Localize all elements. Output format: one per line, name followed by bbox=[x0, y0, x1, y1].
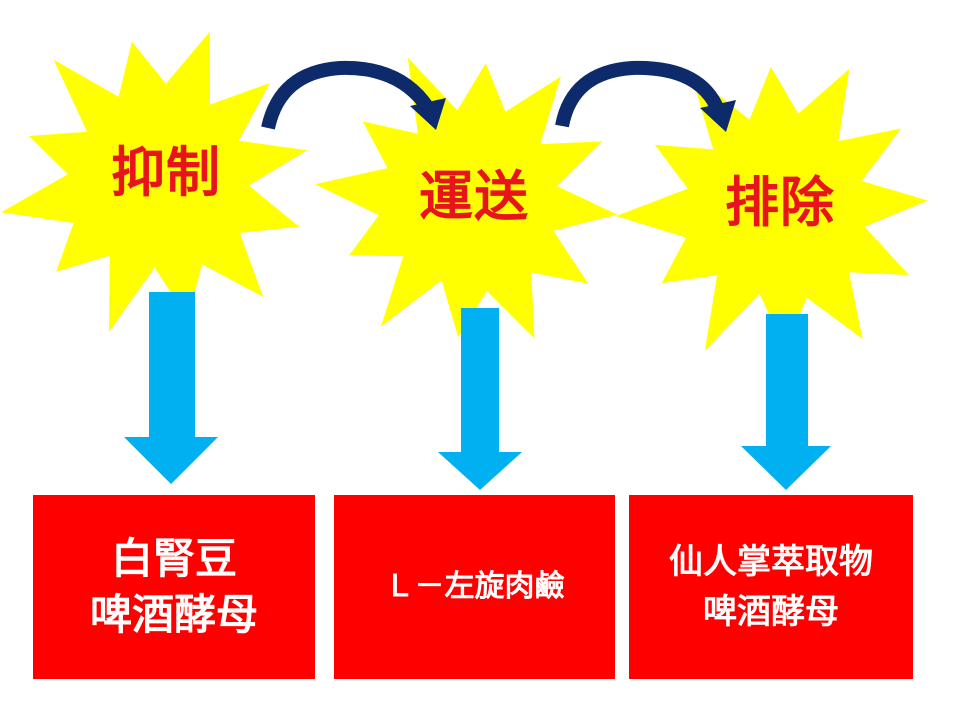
result-box-eliminate: 仙人掌萃取物 啤酒酵母 bbox=[629, 495, 913, 679]
box-item: 啤酒酵母 bbox=[703, 592, 839, 632]
box-item: 白腎豆 bbox=[110, 534, 237, 583]
down-arrow-2 bbox=[438, 308, 522, 490]
result-box-transport: Ｌ－左旋肉鹼 bbox=[334, 495, 615, 679]
down-arrow-3 bbox=[741, 314, 831, 490]
starburst-suppress bbox=[1, 31, 307, 333]
step-label-transport: 運送 bbox=[419, 165, 529, 228]
step-label-suppress: 抑制 bbox=[111, 141, 221, 204]
result-box-suppress: 白腎豆 啤酒酵母 bbox=[33, 495, 315, 679]
curved-arrow-1 bbox=[261, 60, 446, 130]
starburst-transport bbox=[315, 57, 618, 339]
down-arrow-1 bbox=[124, 292, 218, 484]
step-label-eliminate: 排除 bbox=[725, 171, 835, 234]
box-item: 仙人掌萃取物 bbox=[669, 542, 873, 582]
box-item: Ｌ－左旋肉鹼 bbox=[384, 569, 565, 604]
starburst-eliminate bbox=[616, 66, 928, 351]
curved-arrow-2 bbox=[555, 60, 736, 132]
box-item: 啤酒酵母 bbox=[89, 590, 258, 639]
